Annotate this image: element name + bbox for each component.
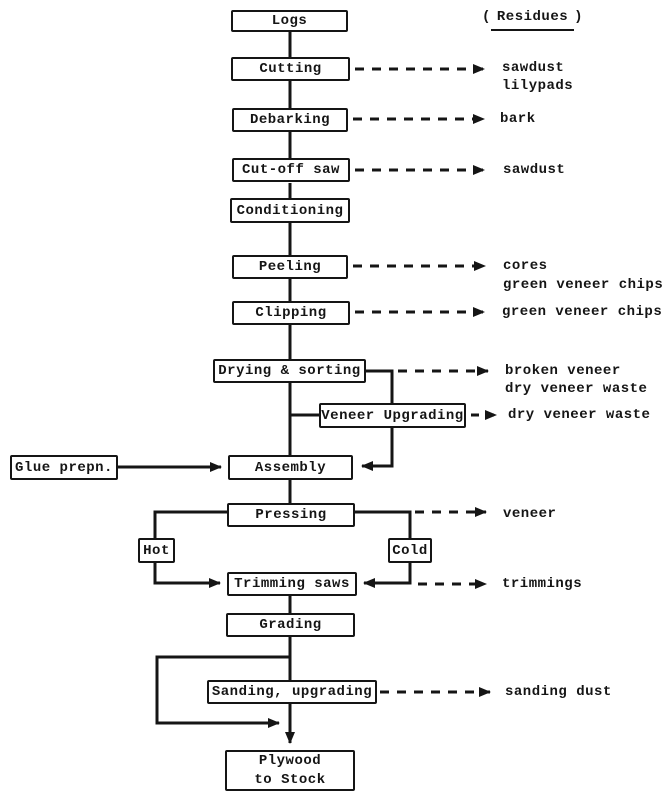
- node-glue-prepn: Glue prepn.: [10, 455, 118, 480]
- node-logs: Logs: [231, 10, 348, 32]
- node-clipping: Clipping: [232, 301, 350, 325]
- node-debarking: Debarking: [232, 108, 348, 132]
- residues-heading-open-paren: (: [482, 9, 491, 25]
- residue-label-green-veneer-chips-clipping: green veneer chips: [502, 304, 663, 320]
- node-peeling: Peeling: [232, 255, 348, 279]
- residue-label-cores: cores: [503, 258, 548, 274]
- node-assembly: Assembly: [228, 455, 353, 480]
- residue-label-dry-veneer-waste-drying: dry veneer waste: [505, 381, 648, 397]
- residues-heading-label: Residues: [490, 9, 575, 31]
- edge-pressing-to-cold: [355, 510, 412, 538]
- residue-label-lilypads: lilypads: [502, 78, 574, 94]
- node-cold: Cold: [388, 538, 432, 563]
- node-drying-sorting: Drying & sorting: [213, 359, 366, 383]
- node-cutting: Cutting: [231, 57, 350, 81]
- residue-label-trimmings: trimmings: [502, 576, 583, 592]
- node-pressing: Pressing: [227, 503, 355, 527]
- node-plywood-to-stock: Plywood to Stock: [225, 750, 355, 791]
- edge-pressing-to-hot: [153, 510, 227, 538]
- node-plywood-line2: to Stock: [254, 771, 326, 788]
- node-veneer-upgrading: Veneer Upgrading: [319, 403, 466, 428]
- edge-drying-to-veneer-upgrading-top: [366, 369, 394, 403]
- residue-label-veneer: veneer: [503, 506, 557, 522]
- residue-label-green-veneer-chips-peeling: green veneer chips: [503, 277, 664, 293]
- node-sanding-upgrading: Sanding, upgrading: [207, 680, 377, 704]
- node-conditioning: Conditioning: [230, 198, 350, 223]
- residue-label-dry-veneer-waste-upgrading: dry veneer waste: [508, 407, 651, 423]
- edge-hot-to-trimming: [153, 563, 221, 588]
- edge-cold-to-trimming: [363, 563, 412, 588]
- edge-grading-bypass-loop: [155, 655, 290, 728]
- residue-label-sawdust-cutoff: sawdust: [503, 162, 566, 178]
- residue-label-bark: bark: [500, 111, 536, 127]
- residue-label-sanding-dust: sanding dust: [505, 684, 612, 700]
- residues-heading-close-paren: ): [574, 9, 584, 25]
- residue-label-broken-veneer: broken veneer: [505, 363, 621, 379]
- node-cutoff-saw: Cut-off saw: [232, 158, 350, 182]
- node-plywood-line1: Plywood: [258, 753, 322, 770]
- edge-veneer-upgrading-to-assembly: [361, 428, 394, 471]
- residue-label-sawdust-cutting: sawdust: [502, 60, 565, 76]
- node-hot: Hot: [138, 538, 175, 563]
- residues-heading: ( Residues ): [482, 9, 583, 31]
- node-grading: Grading: [226, 613, 355, 637]
- node-trimming-saws: Trimming saws: [227, 572, 357, 596]
